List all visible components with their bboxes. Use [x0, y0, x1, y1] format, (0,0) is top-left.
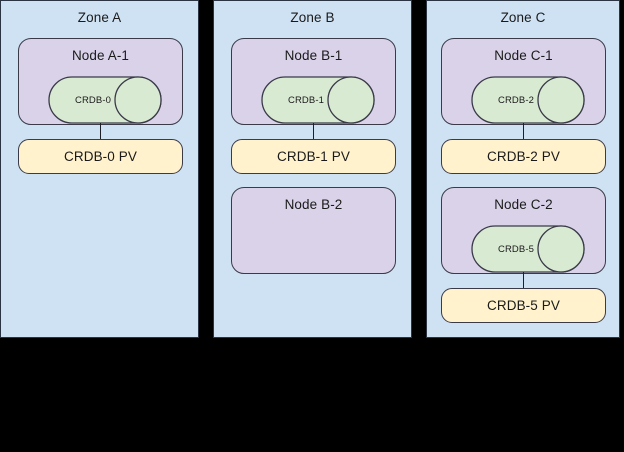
pv-label-crdb-0: CRDB-0 PV: [64, 149, 137, 164]
node-label-c-2: Node C-2: [494, 197, 553, 212]
node-label-b-2: Node B-2: [284, 197, 343, 212]
pv-label-crdb-5: CRDB-5 PV: [487, 298, 560, 313]
connector-node-b-1-to-pv: [313, 123, 314, 139]
pv-box-crdb-1: CRDB-1 PV: [231, 139, 396, 174]
connector-node-a-1-to-pv: [100, 123, 101, 139]
node-box-b-1: Node B-1 CRDB-1: [231, 38, 396, 125]
zone-container-c: Zone C Node C-1 CRDB-2 CRDB-2 PV Node C-…: [426, 0, 620, 338]
pv-label-crdb-2: CRDB-2 PV: [487, 149, 560, 164]
node-box-c-1: Node C-1 CRDB-2: [441, 38, 606, 125]
node-label-a-1: Node A-1: [71, 48, 130, 63]
database-cylinder-crdb-0: CRDB-0: [48, 76, 162, 124]
connector-node-c-2-to-pv: [523, 272, 524, 288]
connector-node-c-1-to-pv: [523, 123, 524, 139]
node-box-c-2: Node C-2 CRDB-5: [441, 187, 606, 274]
node-box-a-1: Node A-1 CRDB-0: [18, 38, 183, 125]
node-box-b-2: Node B-2: [231, 187, 396, 274]
pv-label-crdb-1: CRDB-1 PV: [277, 149, 350, 164]
database-cylinder-crdb-1: CRDB-1: [261, 76, 375, 124]
node-label-c-1: Node C-1: [494, 48, 553, 63]
database-cylinder-crdb-2: CRDB-2: [471, 76, 585, 124]
zone-title-b: Zone B: [290, 10, 335, 25]
pv-box-crdb-2: CRDB-2 PV: [441, 139, 606, 174]
zone-title-c: Zone C: [500, 10, 546, 25]
pv-box-crdb-0: CRDB-0 PV: [18, 139, 183, 174]
pv-box-crdb-5: CRDB-5 PV: [441, 288, 606, 323]
zone-container-b: Zone B Node B-1 CRDB-1 CRDB-1 PV Node B-…: [213, 0, 412, 338]
database-cylinder-crdb-5: CRDB-5: [471, 225, 585, 273]
zone-container-a: Zone A Node A-1 CRDB-0 CRDB-0 PV: [0, 0, 199, 338]
zone-title-a: Zone A: [77, 10, 122, 25]
node-label-b-1: Node B-1: [284, 48, 343, 63]
